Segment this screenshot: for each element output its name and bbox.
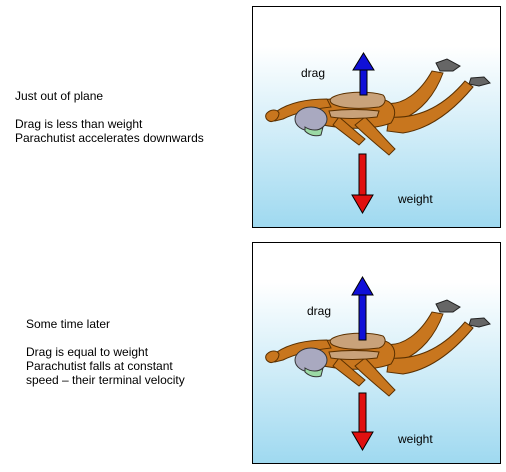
skydiver-figure xyxy=(265,299,491,397)
caption-line: Parachutist falls at constant xyxy=(26,359,173,373)
caption-panel-1: Just out of plane Drag is less than weig… xyxy=(15,89,204,145)
diagram-panel-2: drag weight xyxy=(252,242,501,464)
skydiver-figure xyxy=(265,58,491,156)
drag-label: drag xyxy=(301,66,325,80)
weight-label: weight xyxy=(397,192,433,206)
up-arrow-icon xyxy=(351,276,374,341)
caption-line: Drag is equal to weight xyxy=(26,345,149,359)
caption-line: Drag is less than weight xyxy=(15,117,143,131)
caption-heading: Just out of plane xyxy=(15,89,104,103)
drag-label: drag xyxy=(307,304,331,318)
panel-1-drawing: drag weight xyxy=(265,52,491,214)
down-arrow-icon xyxy=(351,153,374,214)
caption-panel-2: Some time later Drag is equal to weight … xyxy=(26,317,185,387)
down-arrow-icon xyxy=(351,392,374,451)
diagram-panel-1: drag weight xyxy=(252,6,501,228)
weight-label: weight xyxy=(397,432,433,446)
caption-heading: Some time later xyxy=(26,317,111,331)
panel-2-drawing: drag weight xyxy=(265,276,491,451)
up-arrow-icon xyxy=(352,52,375,96)
caption-line: Parachutist accelerates downwards xyxy=(15,131,204,145)
caption-line: speed – their terminal velocity xyxy=(26,373,185,387)
